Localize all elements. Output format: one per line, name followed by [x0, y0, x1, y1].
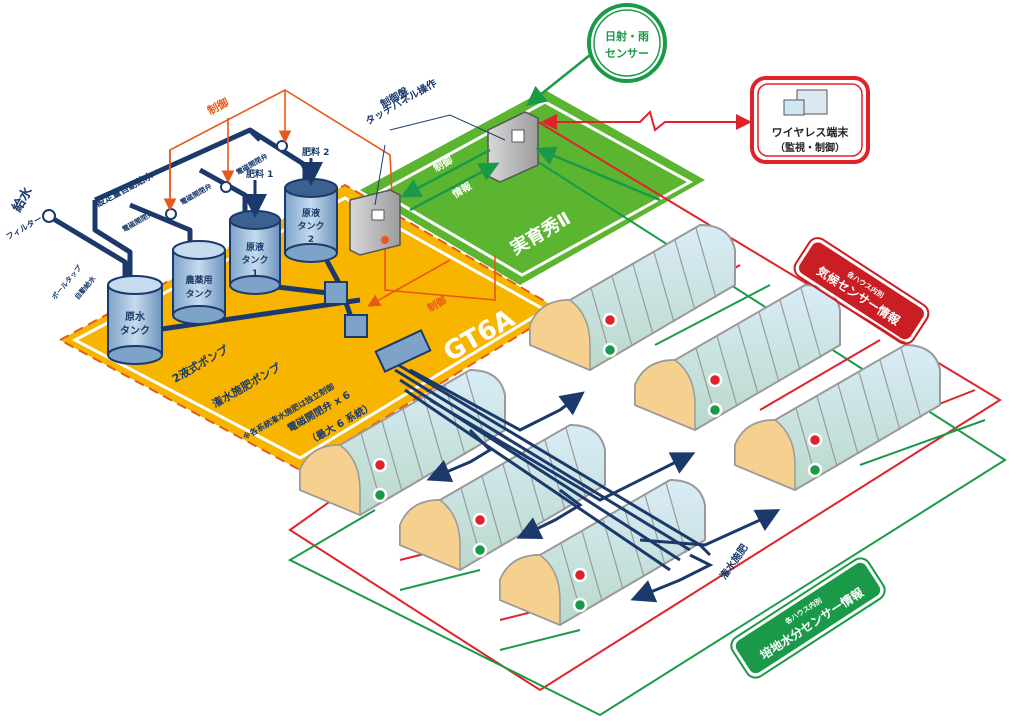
pump-irrigation — [344, 314, 368, 338]
wireless-link — [541, 110, 752, 132]
tank-pesticide-line2: タンク — [185, 288, 212, 300]
fixed-auto-label: 設定量自動給水 — [94, 169, 156, 210]
tank-stock2-line1: 原液 — [302, 207, 321, 219]
fertilizer-2-label: 肥料 2 — [302, 146, 329, 158]
sun-rain-sensor — [587, 3, 667, 83]
panel-label-2: タッチパネル操作 — [363, 76, 439, 127]
soil-sensor-icon — [572, 597, 588, 613]
tank-raw-water-line1: 原水 — [125, 310, 146, 323]
sun-rain-sensor-line2: センサー — [605, 47, 649, 60]
control-panel-gt6a — [349, 189, 401, 256]
filter-label: フィルター — [4, 213, 44, 242]
tank-pesticide — [172, 240, 226, 325]
panel-pointer-2 — [389, 114, 506, 141]
control-lines-top — [163, 89, 496, 307]
water-supply-label: 給水 — [9, 183, 36, 214]
tank-stock-1 — [229, 210, 281, 295]
climate-sensor-icon — [372, 457, 388, 473]
climate-sensor-icon — [602, 312, 618, 328]
wireless-terminal-line2: （監視・制御） — [775, 141, 845, 154]
climate-sensor-icon — [572, 567, 588, 583]
fertilizer-arrows — [243, 158, 323, 218]
valve-label-1: 電磁開閉弁 — [121, 208, 156, 233]
control-label-top: 制御 — [205, 95, 231, 118]
soil-sensor-icon — [372, 487, 388, 503]
tank-stock1-line2: タンク — [241, 254, 268, 266]
soil-sensor-icon — [472, 542, 488, 558]
greenhouse — [734, 343, 941, 492]
tank-stock1-line1: 原液 — [246, 241, 265, 253]
panel-pointer — [374, 144, 386, 206]
wireless-terminal[interactable] — [750, 76, 870, 164]
tank-stock1-line3: 1 — [252, 269, 258, 279]
tank-stock-2 — [284, 178, 338, 263]
greenhouse — [529, 223, 736, 372]
greenhouse — [399, 423, 606, 572]
tank-raw-water — [107, 275, 163, 365]
tank-pesticide-line1: 農薬用 — [185, 274, 212, 286]
greenhouse — [634, 283, 841, 432]
valve-label-2: 電磁開閉弁 — [179, 181, 214, 206]
climate-sensor-icon — [807, 432, 823, 448]
fertilizer-1-label: 肥料 1 — [246, 168, 273, 180]
soil-sensor-icon — [707, 402, 723, 418]
sun-rain-sensor-line1: 日射・雨 — [605, 29, 649, 43]
soil-sensor-icon — [602, 342, 618, 358]
tank-stock2-line2: タンク — [297, 220, 324, 232]
irrigation-pipes — [389, 358, 781, 603]
control-panel-jikuhide — [487, 111, 539, 183]
climate-sensor-icon — [472, 512, 488, 528]
soil-sensor-badge — [730, 557, 886, 679]
greenhouses — [299, 223, 941, 627]
pump-two-liquid — [324, 281, 348, 305]
control-info-arrows — [400, 54, 661, 212]
tank-stock2-line3: 2 — [308, 235, 314, 245]
soil-sensor-icon — [807, 462, 823, 478]
tank-raw-water-line2: タンク — [120, 325, 150, 337]
wireless-terminal-line1: ワイヤレス端末 — [772, 125, 850, 139]
climate-sensor-badge — [793, 237, 930, 345]
solenoid-valve-bank — [374, 329, 432, 373]
climate-sensor-icon — [707, 372, 723, 388]
